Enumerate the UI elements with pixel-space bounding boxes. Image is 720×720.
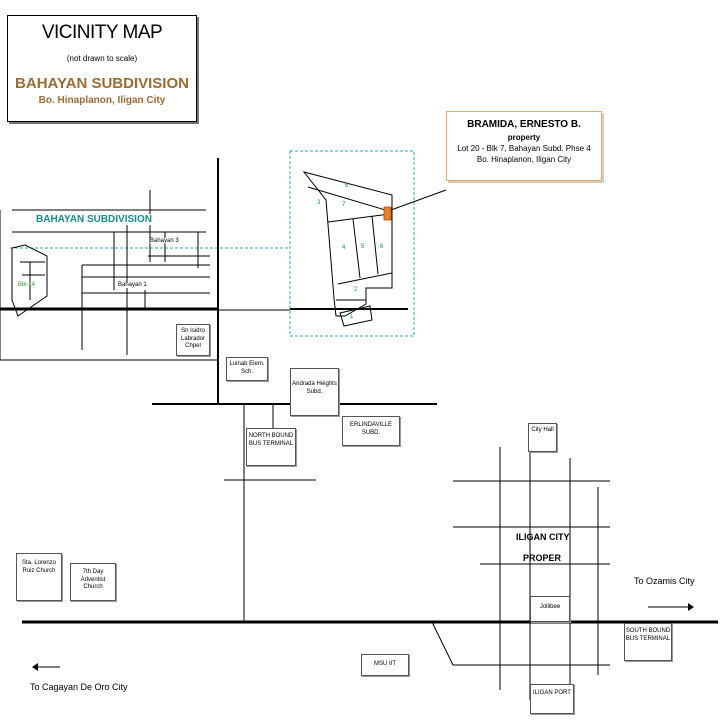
inset-frame (289, 150, 415, 337)
property-callout: BRAMIDA, ERNESTO B. property Lot 20 - Bl… (446, 111, 602, 181)
msu-iit-landmark: MSU IIT (361, 654, 409, 676)
lot-number: 6 (345, 183, 349, 189)
road (431, 621, 610, 666)
subject-property-marker (383, 206, 392, 221)
bahayan1-label: Bahayan 1 (118, 282, 147, 288)
cagayan-direction: To Cagayan De Oro City (30, 682, 128, 692)
adventist-landmark: 7th Day Adventist Church (70, 563, 116, 601)
lot-line (371, 215, 379, 275)
school-label: Luinab Elem. Sch. (229, 361, 265, 375)
city-hall-label: City Hall (531, 427, 554, 433)
andrada-landmark: Andrada Heights Subd. (290, 368, 339, 416)
north-terminal-landmark: NORTH BOUND BUS TERMINAL (246, 428, 296, 466)
callout-leader (390, 189, 447, 211)
jollibee-landmark: Jollibee (530, 596, 570, 622)
lot-number: 6 (380, 244, 384, 250)
lot-description: Lot 20 - Blk 7, Bahayan Subd. Phse 4 (457, 144, 591, 153)
iligan-port-landmark: ILIGAN PORT (530, 684, 574, 714)
arrow-west-head-icon (32, 663, 38, 671)
lot-line (352, 218, 361, 279)
bahayan3-label: Bahayan 3 (150, 238, 179, 244)
msu-iit-label: MSU IIT (374, 661, 396, 667)
block14-outline (11, 244, 48, 317)
sta-lorenzo-landmark: Sta. Lorenzo Ruiz Church (16, 553, 62, 601)
bahayan-subdivision-label: BAHAYAN SUBDIVISION (36, 214, 152, 225)
ozamis-direction: To Ozamis City (634, 576, 695, 586)
property-label: property (507, 133, 541, 142)
location-text: Bo. Hinaplanon, Iligan City (38, 95, 166, 106)
property-address: Bo. Hinaplanon, Iligan City (476, 155, 572, 164)
city-hall-landmark: City Hall (528, 423, 557, 452)
owner-name: BRAMIDA, ERNESTO B. (467, 119, 581, 130)
south-terminal-label: SOUTH BOUND BUS TERMINAL (625, 628, 671, 642)
lot-line (327, 213, 391, 223)
map-title: VICINITY MAP (41, 22, 163, 43)
block14-label: Blk-14 (18, 282, 36, 288)
lot-number: 5 (361, 244, 365, 250)
iligan-proper-label-2: PROPER (523, 553, 562, 563)
lot-line (337, 272, 393, 285)
south-terminal-landmark: SOUTH BOUND BUS TERMINAL (624, 623, 672, 661)
arrow-east-head-icon (688, 603, 694, 611)
north-terminal-label: NORTH BOUND BUS TERMINAL (248, 433, 294, 447)
chapel-landmark: Sn Isidro Labrador Chpel (176, 324, 210, 356)
andrada-label: Andrada Heights Subd. (292, 381, 337, 395)
title-box: VICINITY MAP (not drawn to scale) BAHAYA… (7, 15, 197, 122)
erlindaville-landmark: ERLINDAVILLE SUBD. (342, 416, 400, 446)
iligan-proper-label-1: ILIGAN CITY (516, 532, 570, 542)
adventist-label: 7th Day Adventist Church (80, 569, 106, 590)
school-landmark: Luinab Elem. Sch. (226, 357, 268, 381)
jollibee-label: Jollibee (539, 604, 561, 610)
lot-number: 2 (354, 287, 358, 293)
inset-lots-outline (302, 171, 393, 317)
sta-lorenzo-label: Sta. Lorenzo Ruiz Church (21, 560, 57, 574)
lot-line (307, 186, 393, 213)
lot-number: 1 (350, 314, 354, 320)
erlindaville-label: ERLINDAVILLE SUBD. (350, 422, 392, 436)
lot-number: 3 (317, 200, 321, 206)
lot-number: 7 (342, 202, 346, 208)
scale-note: (not drawn to scale) (66, 54, 138, 63)
lot-number: 4 (342, 245, 346, 251)
iligan-port-label: ILIGAN PORT (533, 690, 571, 696)
chapel-label: Sn Isidro Labrador Chpel (180, 328, 206, 349)
subdivision-title: BAHAYAN SUBDIVISION (15, 75, 189, 92)
